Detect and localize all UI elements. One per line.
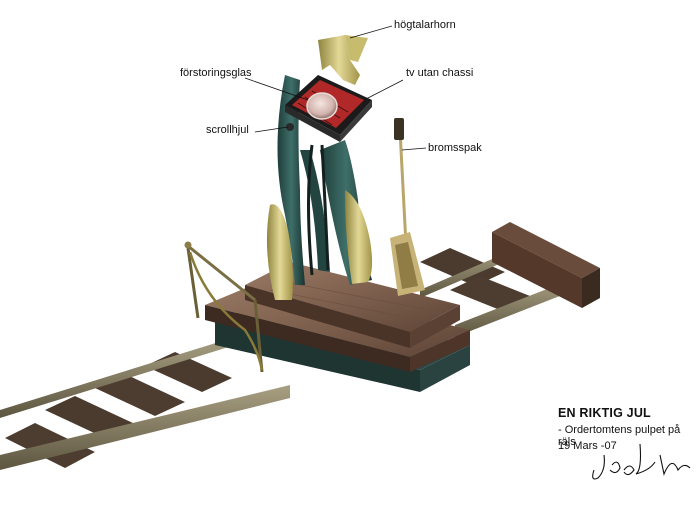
rail-near-right xyxy=(455,278,575,337)
buffer-block-side xyxy=(492,232,582,308)
lectern-stand xyxy=(266,75,373,300)
sleeper xyxy=(45,396,135,438)
track-sleepers xyxy=(5,248,540,468)
caption-subtitle: - Ordertomtens pulpet på räls xyxy=(558,424,681,448)
track-rails xyxy=(0,222,600,470)
label-hogtalarhorn: högtalarhorn xyxy=(394,19,456,31)
magnifying-glass xyxy=(306,92,338,120)
artist-signature xyxy=(592,443,691,480)
rail-far xyxy=(0,337,235,418)
buffer-block-front xyxy=(582,268,600,308)
caption-date: 19 Mars -07 xyxy=(558,440,617,452)
label-forstoringsglas: förstoringsglas xyxy=(180,67,252,79)
sleeper xyxy=(95,374,185,416)
sleeper xyxy=(420,248,505,286)
brake-lever xyxy=(390,118,425,296)
scroll-wheel xyxy=(286,123,294,131)
label-tv-utan-chassi: tv utan chassi xyxy=(406,67,474,79)
label-bromsspak: bromsspak xyxy=(428,142,482,154)
buffer-block-top xyxy=(492,222,600,278)
cart-base xyxy=(205,262,470,392)
caption-title: EN RIKTIG JUL xyxy=(558,406,651,420)
railing xyxy=(184,241,264,373)
rail-near xyxy=(0,385,290,470)
leader-lines xyxy=(244,25,427,151)
speaker-horn xyxy=(318,35,368,85)
label-scrollhjul: scrollhjul xyxy=(206,124,249,136)
